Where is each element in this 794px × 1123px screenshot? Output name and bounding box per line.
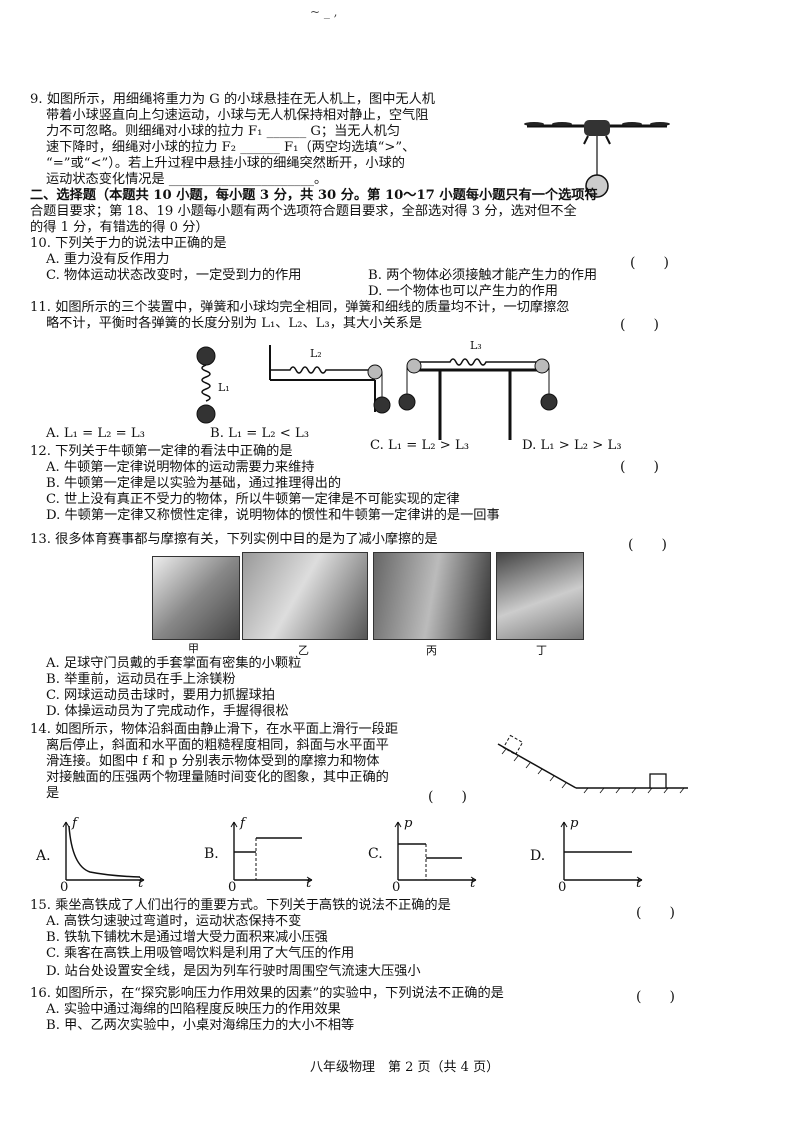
- q13-option-d: D. 体操运动员为了完成动作，手握得很松: [46, 704, 289, 719]
- q14-line-4: 对接触面的压强两个物理量随时间变化的图象，其中正确的: [46, 770, 389, 785]
- page-footer: 八年级物理 第 2 页（共 4 页）: [310, 1060, 500, 1075]
- q13-photo-gymnast: [496, 552, 584, 640]
- q10-option-a: A. 重力没有反作用力: [46, 252, 170, 267]
- q14-graph-d-axis-t: t: [636, 876, 642, 891]
- q15-option-a: A. 高铁匀速驶过弯道时，运动状态保持不变: [46, 914, 302, 929]
- q14-option-c-label: C.: [368, 846, 383, 862]
- q14-graph-b-axis-f: f: [240, 816, 245, 831]
- q11-figure-wall-spring: [269, 345, 391, 414]
- q14-line-1: 14. 如图所示，物体沿斜面由静止滑下，在水平面上滑行一段距: [30, 722, 399, 737]
- q14-graph-c-axis-p: p: [404, 816, 413, 831]
- q15-option-d: D. 站台处设置安全线，是因为列车行驶时周围空气流速大压强小: [46, 964, 421, 979]
- q13-photo-weightlifter-chalk: [242, 552, 368, 640]
- q10-stem: 10. 下列关于力的说法中正确的是: [30, 236, 227, 251]
- q14-graph-b-origin: 0: [228, 880, 237, 895]
- q11-option-a: A. L₁ = L₂ = L₃: [46, 426, 145, 441]
- q10-option-d: D. 一个物体也可以产生力的作用: [368, 284, 558, 299]
- q13-stem: 13. 很多体育赛事都与摩擦有关，下列实例中目的是为了减小摩擦的是: [30, 532, 438, 547]
- q11-figure-vertical-spring: [196, 346, 216, 424]
- q16-option-a: A. 实验中通过海绵的凹陷程度反映压力的作用效果: [46, 1002, 341, 1017]
- q9-line-5: “=”或“<”）。若上升过程中悬挂小球的细绳突然断开，小球的: [46, 156, 405, 171]
- q14-graph-d-origin: 0: [558, 880, 567, 895]
- q14-incline-figure: [497, 734, 688, 794]
- q13-caption-yi: 乙: [298, 644, 309, 657]
- q10-option-c: C. 物体运动状态改变时，一定受到力的作用: [46, 268, 302, 283]
- q12-option-c: C. 世上没有真正不受力的物体，所以牛顿第一定律是不可能实现的定律: [46, 492, 460, 507]
- q13-caption-bing: 丙: [426, 644, 437, 657]
- q14-option-d-label: D.: [530, 848, 546, 864]
- q14-graph-b-axis-t: t: [306, 876, 312, 891]
- q11-label-l1: L₁: [218, 381, 230, 394]
- header-mark: ~ _ ,: [310, 5, 338, 19]
- q14-graph-c-origin: 0: [392, 880, 401, 895]
- q14-graph-a: [62, 821, 145, 884]
- q14-line-2: 离后停止，斜面和水平面的粗糙程度相同，斜面与水平面平: [46, 738, 389, 753]
- q14-graph-c: [394, 821, 477, 884]
- q14-graph-a-origin: 0: [60, 880, 69, 895]
- q15-stem: 15. 乘坐高铁成了人们出行的重要方式。下列关于高铁的说法不正确的是: [30, 898, 451, 913]
- q14-answer-paren: ( ): [428, 789, 467, 805]
- q14-line-5: 是: [46, 786, 60, 801]
- q11-label-l3: L₃: [470, 339, 482, 352]
- q11-line-2: 略不计，平衡时各弹簧的长度分别为 L₁、L₂、L₃，其大小关系是: [46, 316, 423, 331]
- section-2-line-3: 的得 1 分，有错选的得 0 分）: [30, 220, 209, 235]
- q13-caption-jia: 甲: [188, 642, 199, 655]
- section-2-line-2: 合题目要求；第 18、19 小题每小题有两个选项符合题目要求，全部选对得 3 分…: [30, 204, 577, 219]
- q9-line-4: 速下降时，细绳对小球的拉力 F₂ ______ F₁（两空均选填“>”、: [46, 140, 416, 155]
- q14-line-3: 滑连接。如图中 f 和 p 分别表示物体受到的摩擦力和物体: [46, 754, 380, 769]
- q11-option-c: C. L₁ = L₂ > L₃: [370, 438, 470, 453]
- q14-graph-b: [230, 821, 313, 884]
- q16-answer-paren: ( ): [636, 989, 675, 1005]
- q11-label-l2: L₂: [310, 347, 322, 360]
- q12-answer-paren: ( ): [620, 459, 659, 475]
- q13-caption-ding: 丁: [536, 644, 547, 657]
- q14-graph-d-axis-p: p: [570, 816, 579, 831]
- q9-line-3: 力不可忽略。则细绳对小球的拉力 F₁ ______ G；当无人机匀: [46, 124, 401, 139]
- q14-graph-a-axis-f: f: [72, 816, 77, 831]
- q13-option-b: B. 举重前，运动员在手上涂镁粉: [46, 672, 236, 687]
- q14-graph-c-axis-t: t: [470, 876, 476, 891]
- q11-answer-paren: ( ): [620, 317, 659, 333]
- q12-option-a: A. 牛顿第一定律说明物体的运动需要力来维持: [46, 460, 315, 475]
- section-2-line-1: 二、选择题（本题共 10 小题，每小题 3 分，共 30 分。第 10～17 小…: [30, 188, 598, 203]
- q15-answer-paren: ( ): [636, 905, 675, 921]
- q13-option-a: A. 足球守门员戴的手套掌面有密集的小颗粒: [46, 656, 302, 671]
- q9-line-6: 运动状态变化情况是 ______________________。: [46, 172, 328, 187]
- q14-graph-d: [560, 821, 643, 884]
- q11-option-b: B. L₁ = L₂ < L₃: [210, 426, 310, 441]
- q15-option-b: B. 铁轨下铺枕木是通过增大受力面积来减小压强: [46, 930, 328, 945]
- q11-line-1: 11. 如图所示的三个装置中，弹簧和小球均完全相同，弹簧和细线的质量均不计，一切…: [30, 300, 570, 315]
- q13-option-c: C. 网球运动员击球时，要用力抓握球拍: [46, 688, 276, 703]
- q11-figure-table-spring: [398, 358, 558, 440]
- q15-option-c: C. 乘客在高铁上用吸管喝饮料是利用了大气压的作用: [46, 946, 355, 961]
- q13-answer-paren: ( ): [628, 537, 667, 553]
- q16-stem: 16. 如图所示，在“探究影响压力作用效果的因素”的实验中，下列说法不正确的是: [30, 986, 504, 1001]
- q16-option-b: B. 甲、乙两次实验中，小桌对海绵压力的大小不相等: [46, 1018, 355, 1033]
- q10-option-b: B. 两个物体必须接触才能产生力的作用: [368, 268, 598, 283]
- q10-answer-paren: ( ): [630, 255, 669, 271]
- q12-option-d: D. 牛顿第一定律又称惯性定律，说明物体的惯性和牛顿第一定律讲的是一回事: [46, 508, 500, 523]
- q12-option-b: B. 牛顿第一定律是以实验为基础，通过推理得出的: [46, 476, 342, 491]
- drone-figure: [524, 120, 670, 198]
- q13-photo-tennis-player: [373, 552, 491, 640]
- q14-graph-a-axis-t: t: [138, 876, 144, 891]
- q12-stem: 12. 下列关于牛顿第一定律的看法中正确的是: [30, 444, 293, 459]
- q14-option-b-label: B.: [204, 846, 219, 862]
- q9-line-1: 9. 如图所示，用细绳将重力为 G 的小球悬挂在无人机上，图中无人机: [30, 92, 435, 107]
- q13-photo-goalkeeper-glove: [152, 556, 240, 640]
- q11-option-d: D. L₁ > L₂ > L₃: [522, 438, 622, 453]
- q14-option-a-label: A.: [36, 848, 51, 864]
- q9-line-2: 带着小球竖直向上匀速运动，小球与无人机保持相对静止，空气阻: [46, 108, 429, 123]
